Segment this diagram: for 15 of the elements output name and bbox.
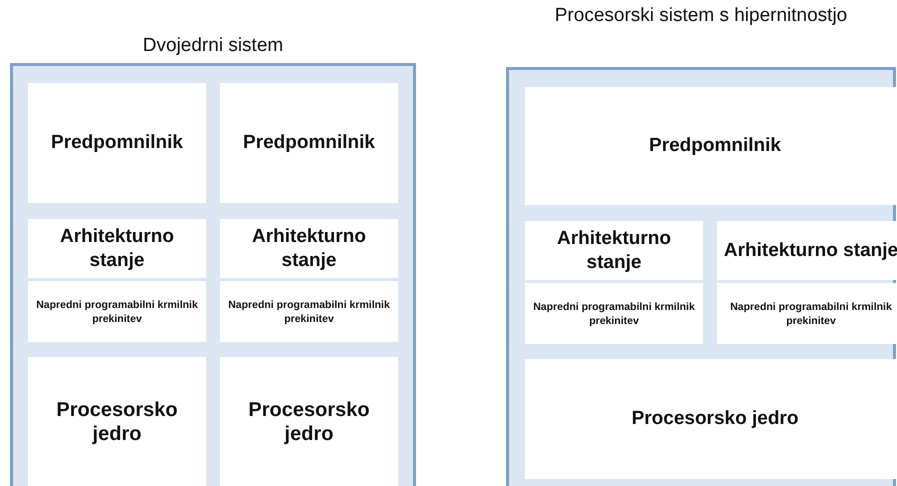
component-box: Procesorsko jedro (220, 357, 398, 486)
component-box: Predpomnilnik (28, 83, 206, 203)
section-heading: Procesorski sistem s hipernitnostjo (554, 4, 848, 27)
component-box: Procesorsko jedro (525, 359, 897, 479)
component-box: Predpomnilnik (525, 87, 897, 205)
section-heading: Dvojedrni sistem (142, 34, 284, 57)
component-box: Napredni programabilni krmilnik prekinitev (525, 283, 703, 344)
component-box: Arhitekturno stanje (220, 219, 398, 278)
component-box: Napredni programabilni krmilnik prekinitev (220, 281, 398, 342)
component-box: Arhitekturno stanje (525, 221, 703, 280)
component-box: Predpomnilnik (220, 83, 398, 203)
component-box: Napredni programabilni krmilnik prekinitev (717, 283, 897, 344)
component-box: Napredni programabilni krmilnik prekinitev (28, 281, 206, 342)
component-box: Arhitekturno stanje (28, 219, 206, 278)
component-box: Procesorsko jedro (28, 357, 206, 486)
